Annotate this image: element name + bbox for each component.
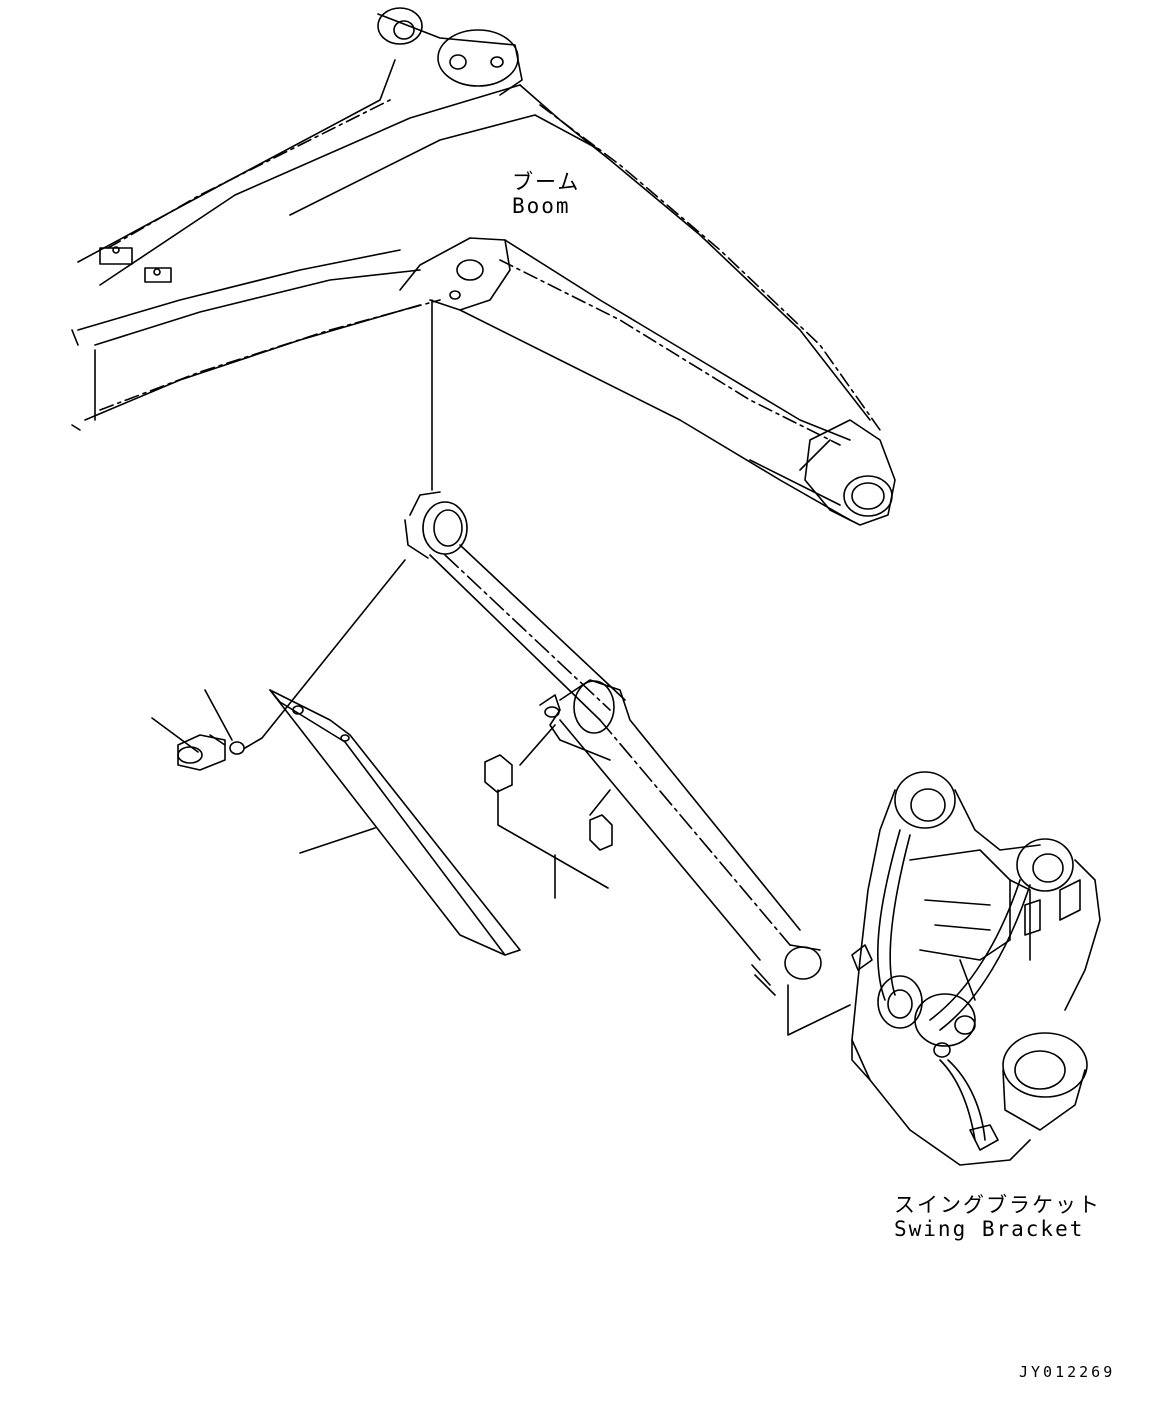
swing-bracket-label-english: Swing Bracket [894, 1217, 1085, 1242]
leader-line-bolt-to-cylinder [244, 559, 406, 749]
leader-line-bolt [151, 717, 199, 753]
clamp-part [539, 694, 611, 761]
leader-line-block [497, 789, 609, 889]
swing-bracket-label-japanese: スイングブラケット [894, 1193, 1101, 1217]
boom-label-english: Boom [512, 194, 571, 219]
leader-line-washer [204, 689, 233, 741]
boom-part [77, 7, 896, 526]
washer-part [229, 741, 245, 755]
drawing-id: JY012269 [1019, 1363, 1116, 1381]
leader-line-swing [787, 984, 851, 1036]
boom-cylinder-part [404, 491, 822, 996]
swing-bracket-label: スイングブラケット Swing Bracket [894, 1193, 1101, 1241]
cover-plate-part [269, 689, 521, 956]
bolt-part [177, 734, 226, 771]
leader-line-plate [299, 827, 376, 854]
spacer-block-part [484, 754, 613, 851]
boom-label-japanese: ブーム [512, 170, 581, 194]
boom-label: ブーム Boom [512, 170, 580, 218]
swing-bracket-part [851, 771, 1101, 1166]
